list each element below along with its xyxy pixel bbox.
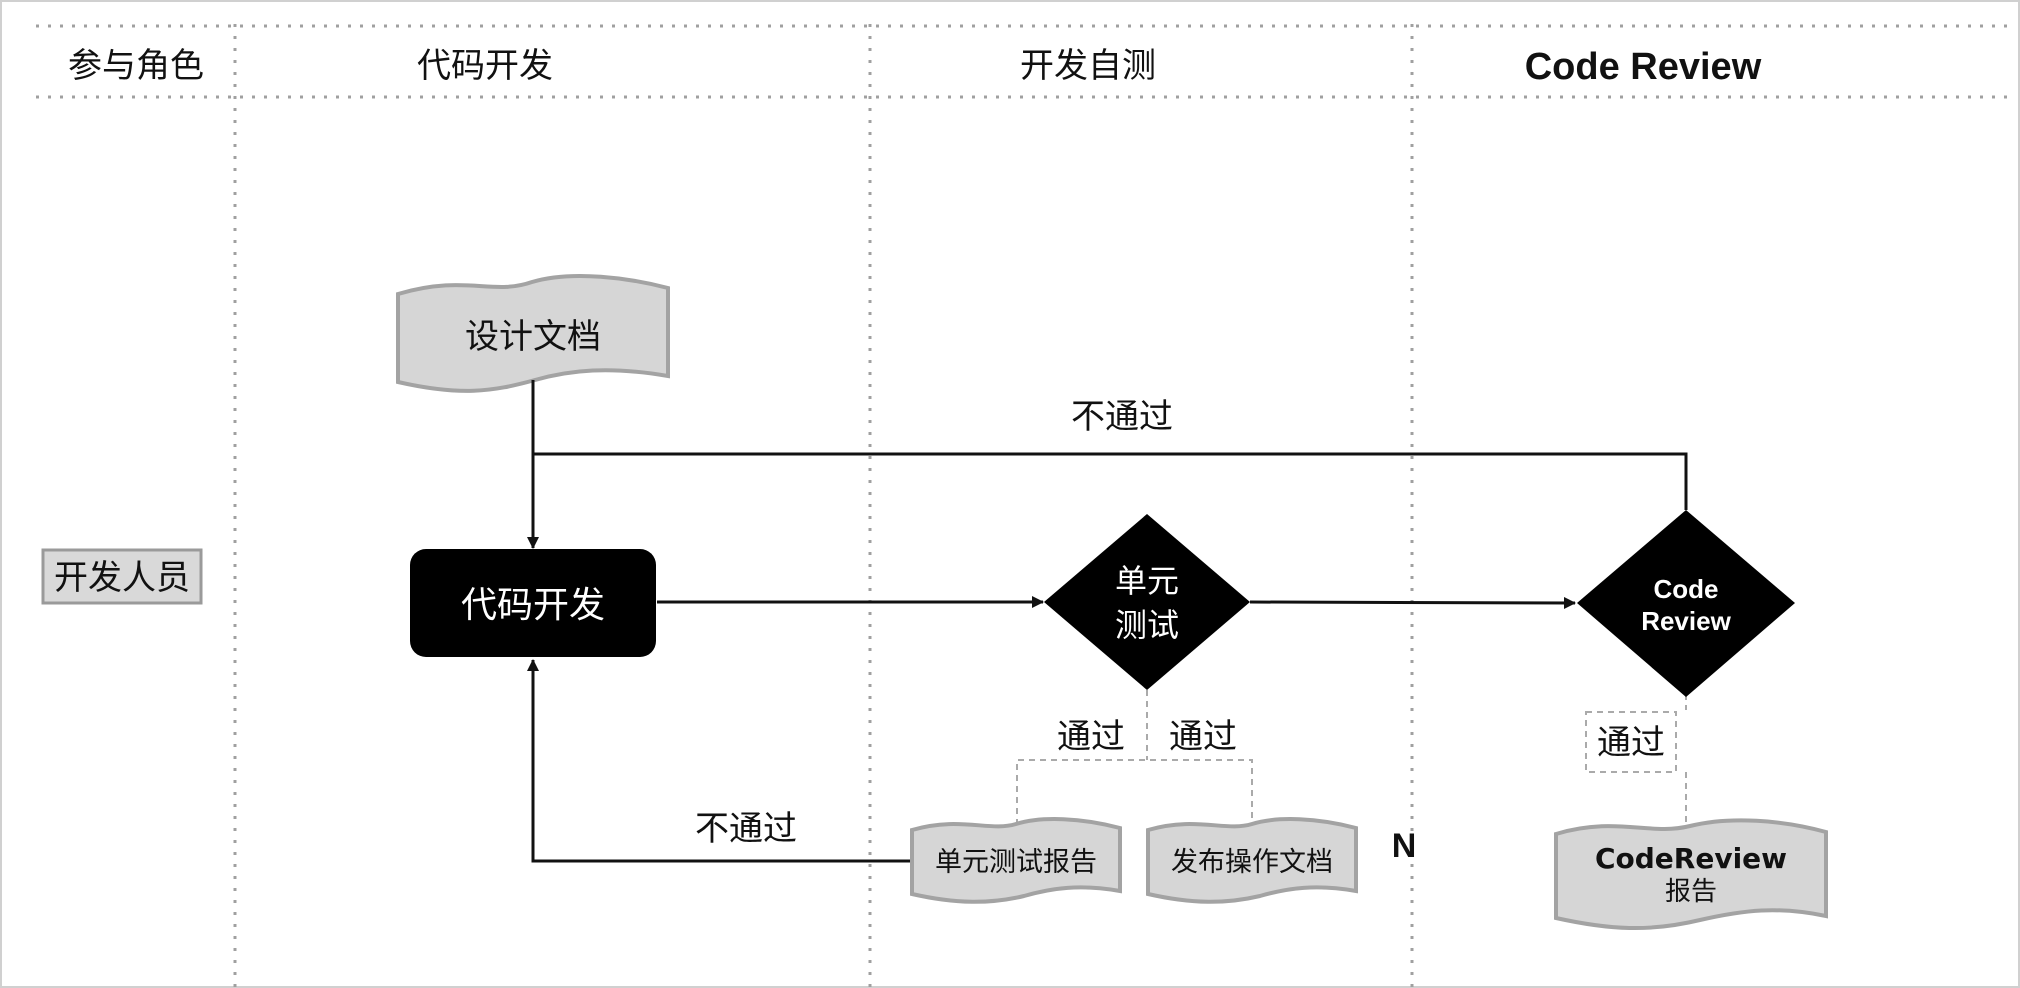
- unit-test-report-doc: 单元测试报告: [910, 817, 1122, 904]
- release-doc-label: 发布操作文档: [1171, 847, 1333, 878]
- design-doc-node: 设计文档: [396, 274, 670, 393]
- role-box-label: 开发人员: [54, 558, 190, 598]
- cr-report-label-1: CodeReview: [1595, 842, 1787, 875]
- design-doc-label: 设计文档: [465, 317, 601, 357]
- code-dev-node: 代码开发: [410, 549, 656, 657]
- role-box-developer: 开发人员: [41, 548, 203, 605]
- header-code-review: Code Review: [1525, 46, 1762, 88]
- swimlane-grid: [36, 24, 2016, 988]
- release-doc: 发布操作文档: [1146, 817, 1358, 904]
- edge-label-fail-top: 不通过: [1071, 397, 1173, 437]
- edge-label-pass-review: 通过: [1597, 723, 1665, 763]
- arrow-unittest-to-review: [1249, 596, 1576, 609]
- code-review-label-1: Code: [1654, 574, 1719, 604]
- line-review-fail-top: [533, 452, 1688, 510]
- unit-test-report-label: 单元测试报告: [935, 847, 1097, 878]
- edge-label-n: N: [1392, 827, 1417, 865]
- edge-label-fail-bottom: 不通过: [695, 809, 797, 849]
- header-self-test: 开发自测: [1020, 46, 1156, 86]
- edge-label-pass-left: 通过: [1057, 717, 1125, 757]
- edge-label-pass-right: 通过: [1169, 717, 1237, 757]
- code-dev-label: 代码开发: [461, 585, 605, 626]
- dashed-connectors: [1016, 672, 1687, 830]
- unit-test-label-1: 单元: [1115, 562, 1179, 600]
- header-role: 参与角色: [68, 46, 204, 86]
- flow-connectors: [527, 380, 1688, 863]
- cr-report-label-2: 报告: [1665, 877, 1717, 907]
- unit-test-decision: 单元 测试: [1044, 514, 1250, 690]
- arrow-fail-back-to-dev: [527, 659, 910, 863]
- dash-branch-docs: [1016, 759, 1253, 825]
- pass-review-box: [1585, 711, 1677, 773]
- code-review-report-doc: CodeReview 报告: [1554, 818, 1828, 931]
- code-review-decision: Code Review: [1577, 510, 1795, 697]
- code-review-label-2: Review: [1641, 606, 1731, 636]
- unit-test-label-2: 测试: [1115, 606, 1179, 644]
- header-code-dev: 代码开发: [417, 46, 553, 86]
